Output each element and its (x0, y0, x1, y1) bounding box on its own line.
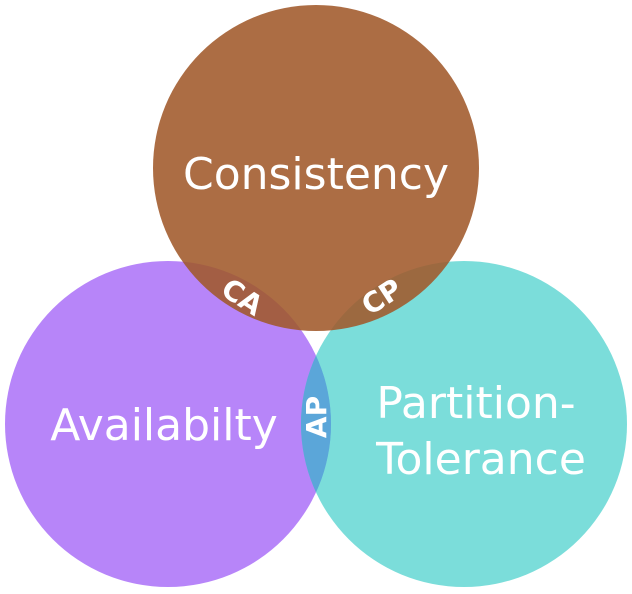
consistency-label: Consistency (183, 149, 449, 200)
consistency-circle (153, 5, 479, 331)
availability-label: Availabilty (50, 400, 278, 451)
partition-tolerance-circle (301, 261, 627, 587)
partition-tolerance-label-line2: Tolerance (375, 434, 586, 485)
availability-circle (5, 261, 331, 587)
partition-tolerance-label-line1: Partition- (376, 378, 575, 429)
ap-overlap-label: AP (300, 396, 333, 438)
